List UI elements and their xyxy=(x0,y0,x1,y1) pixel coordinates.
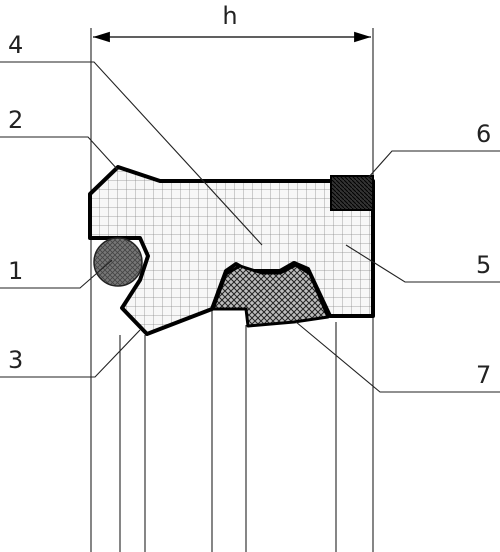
dimension-label: h xyxy=(222,2,237,30)
part-label-4: 4 xyxy=(8,31,23,59)
part-label-2: 2 xyxy=(8,106,23,134)
reference-lines xyxy=(90,28,374,552)
part-label-7: 7 xyxy=(476,361,491,389)
insert-part-6 xyxy=(330,175,374,211)
part-label-3: 3 xyxy=(8,346,23,374)
insert-part-7 xyxy=(211,263,330,328)
o-ring-part-1 xyxy=(93,237,143,287)
leader-lines xyxy=(0,61,500,393)
part-label-5: 5 xyxy=(476,251,491,279)
part-label-6: 6 xyxy=(476,120,491,148)
part-label-1: 1 xyxy=(8,257,23,285)
seal-body xyxy=(88,165,375,336)
